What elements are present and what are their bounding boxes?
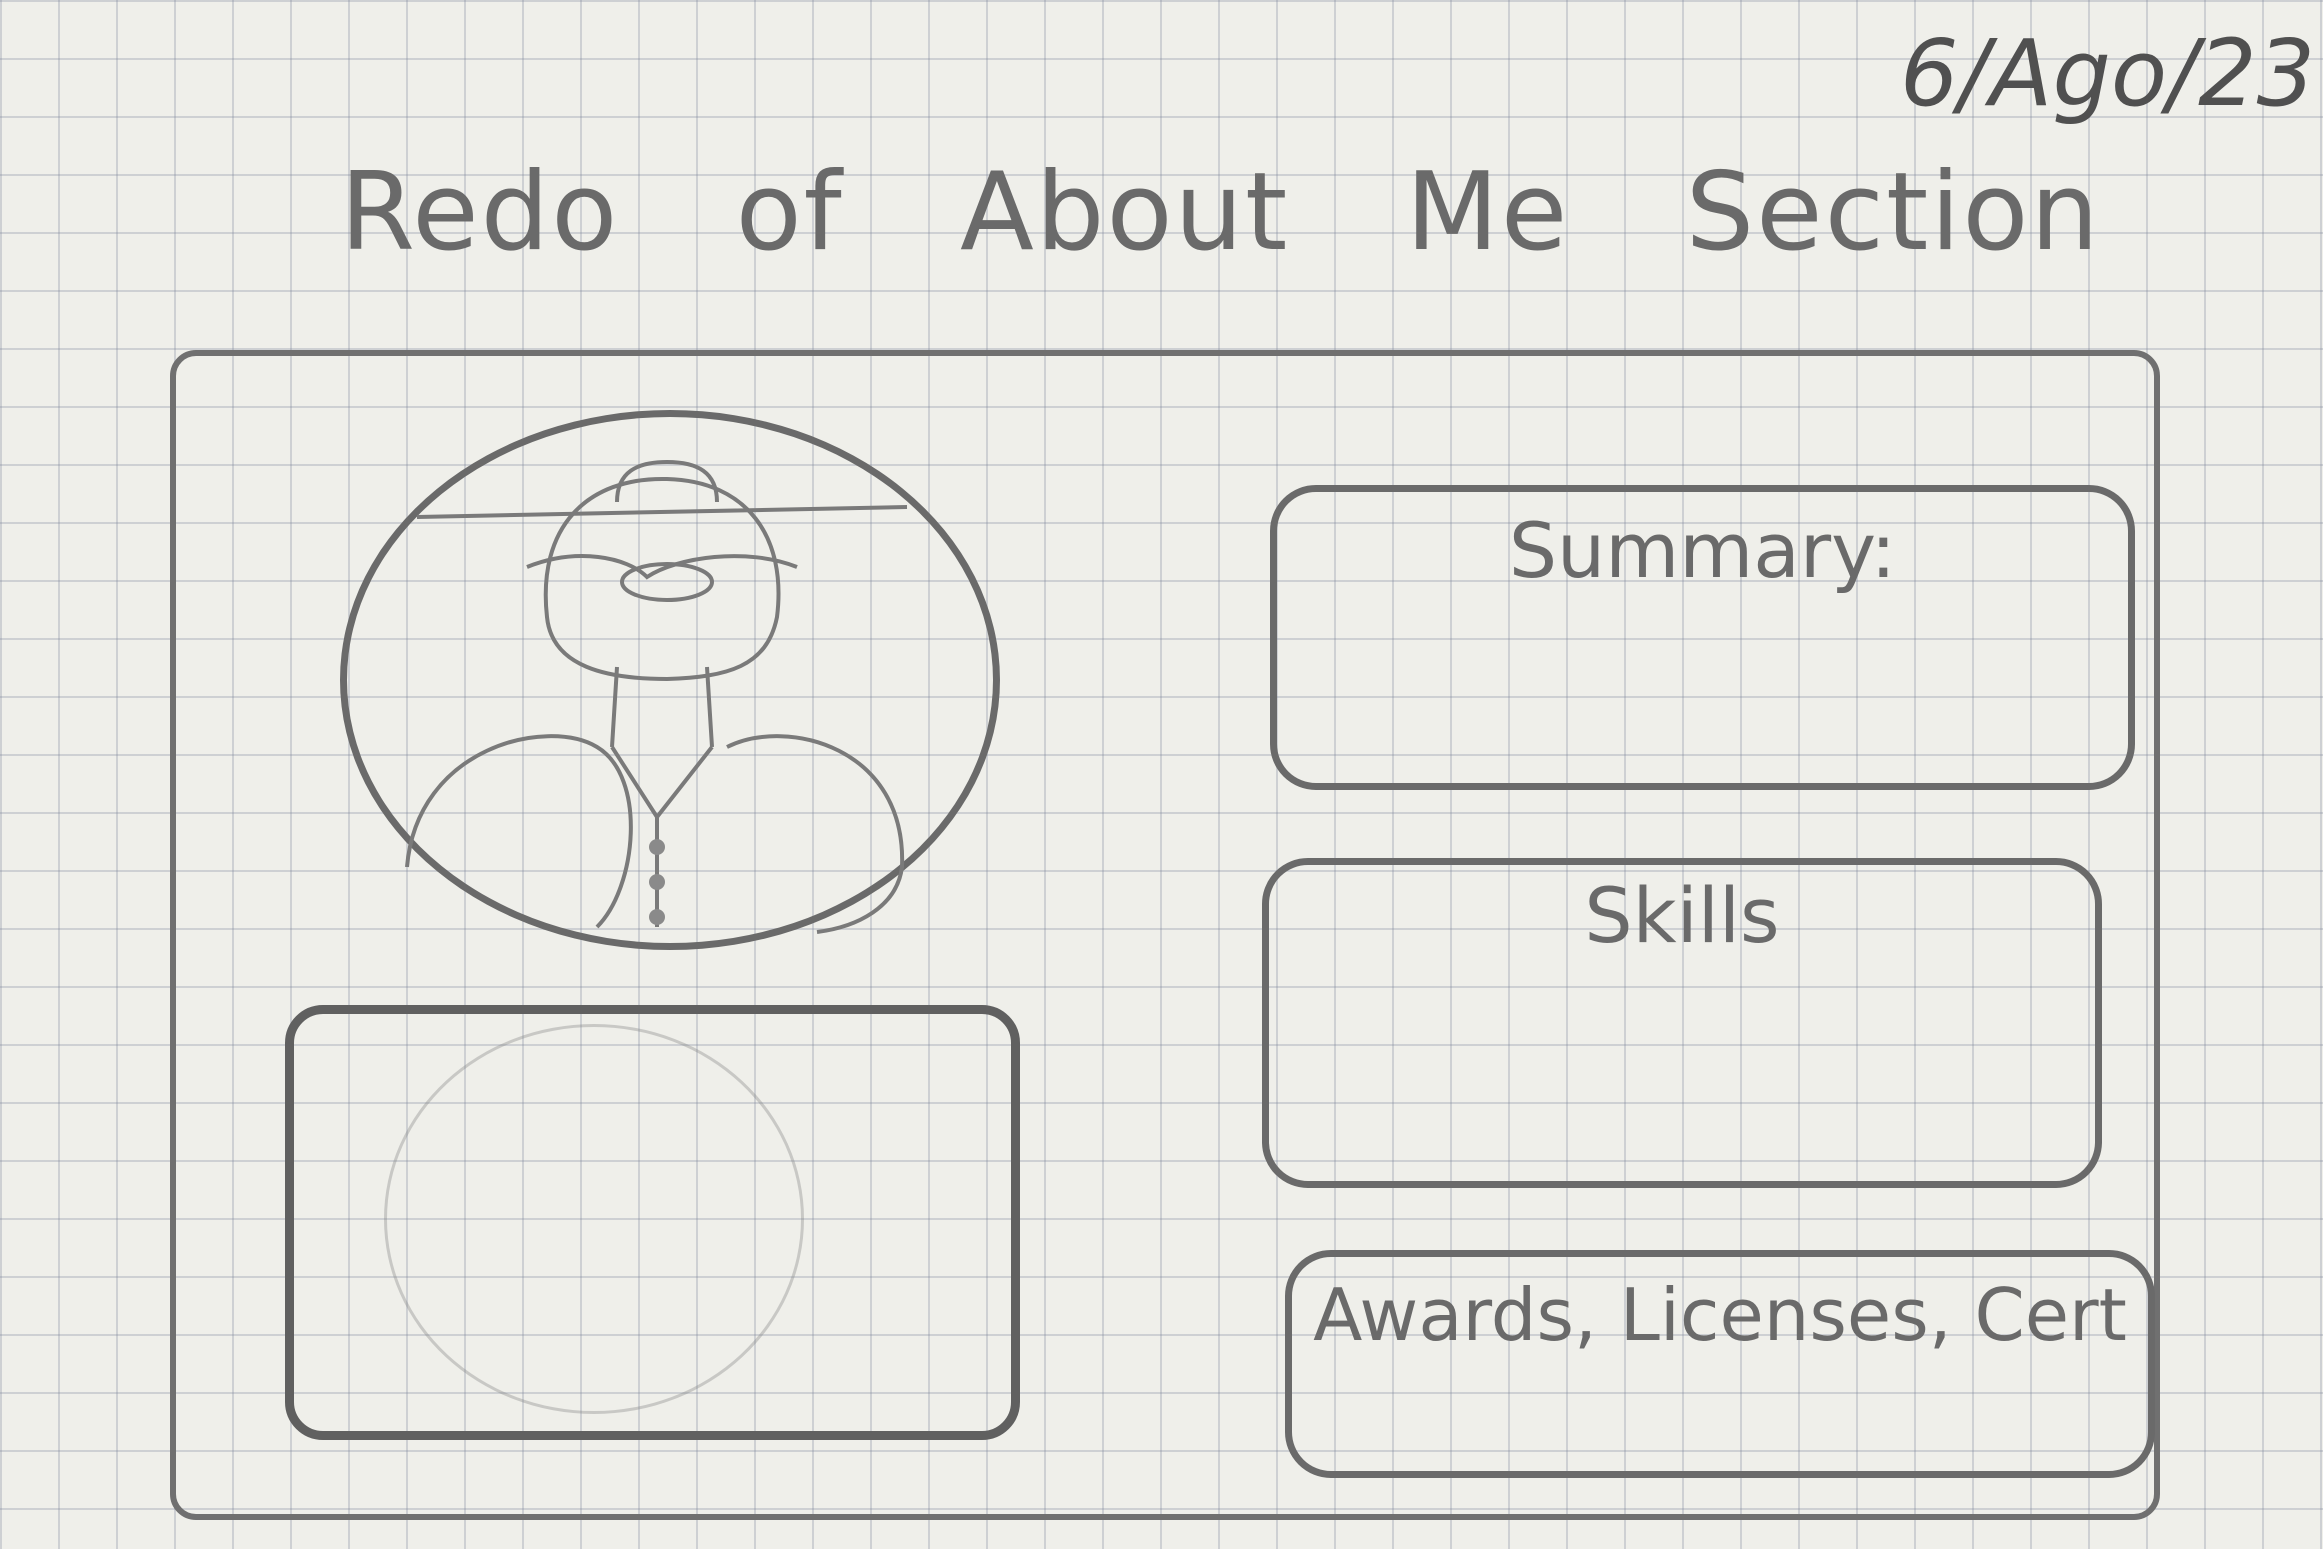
summary-label: Summary: [1508,506,1897,595]
ghost-circle [384,1024,804,1414]
page-title: Redo of About Me Section [340,150,2101,275]
photo-box [285,1005,1020,1440]
skills-label: Skills [1584,871,1780,960]
button-1 [649,839,665,855]
skills-card: Skills [1262,858,2102,1188]
about-me-frame [170,350,2160,1520]
collar [610,745,714,821]
button-2 [649,874,665,890]
awards-card: Awards, Licenses, Cert [1285,1250,2155,1478]
glasses [526,554,798,580]
torso-left [405,734,633,929]
summary-card: Summary: [1270,485,2135,790]
date-label: 6/Ago/23 [1900,20,2316,127]
nose [620,562,714,602]
person-portrait-icon [405,459,908,934]
hat-brim [416,505,908,519]
hat-crown [615,459,719,503]
torso-right [726,734,905,934]
awards-label: Awards, Licenses, Cert [1313,1273,2127,1357]
neck [610,666,714,748]
profile-avatar [340,410,1000,950]
button-3 [649,909,665,925]
head [543,476,781,682]
